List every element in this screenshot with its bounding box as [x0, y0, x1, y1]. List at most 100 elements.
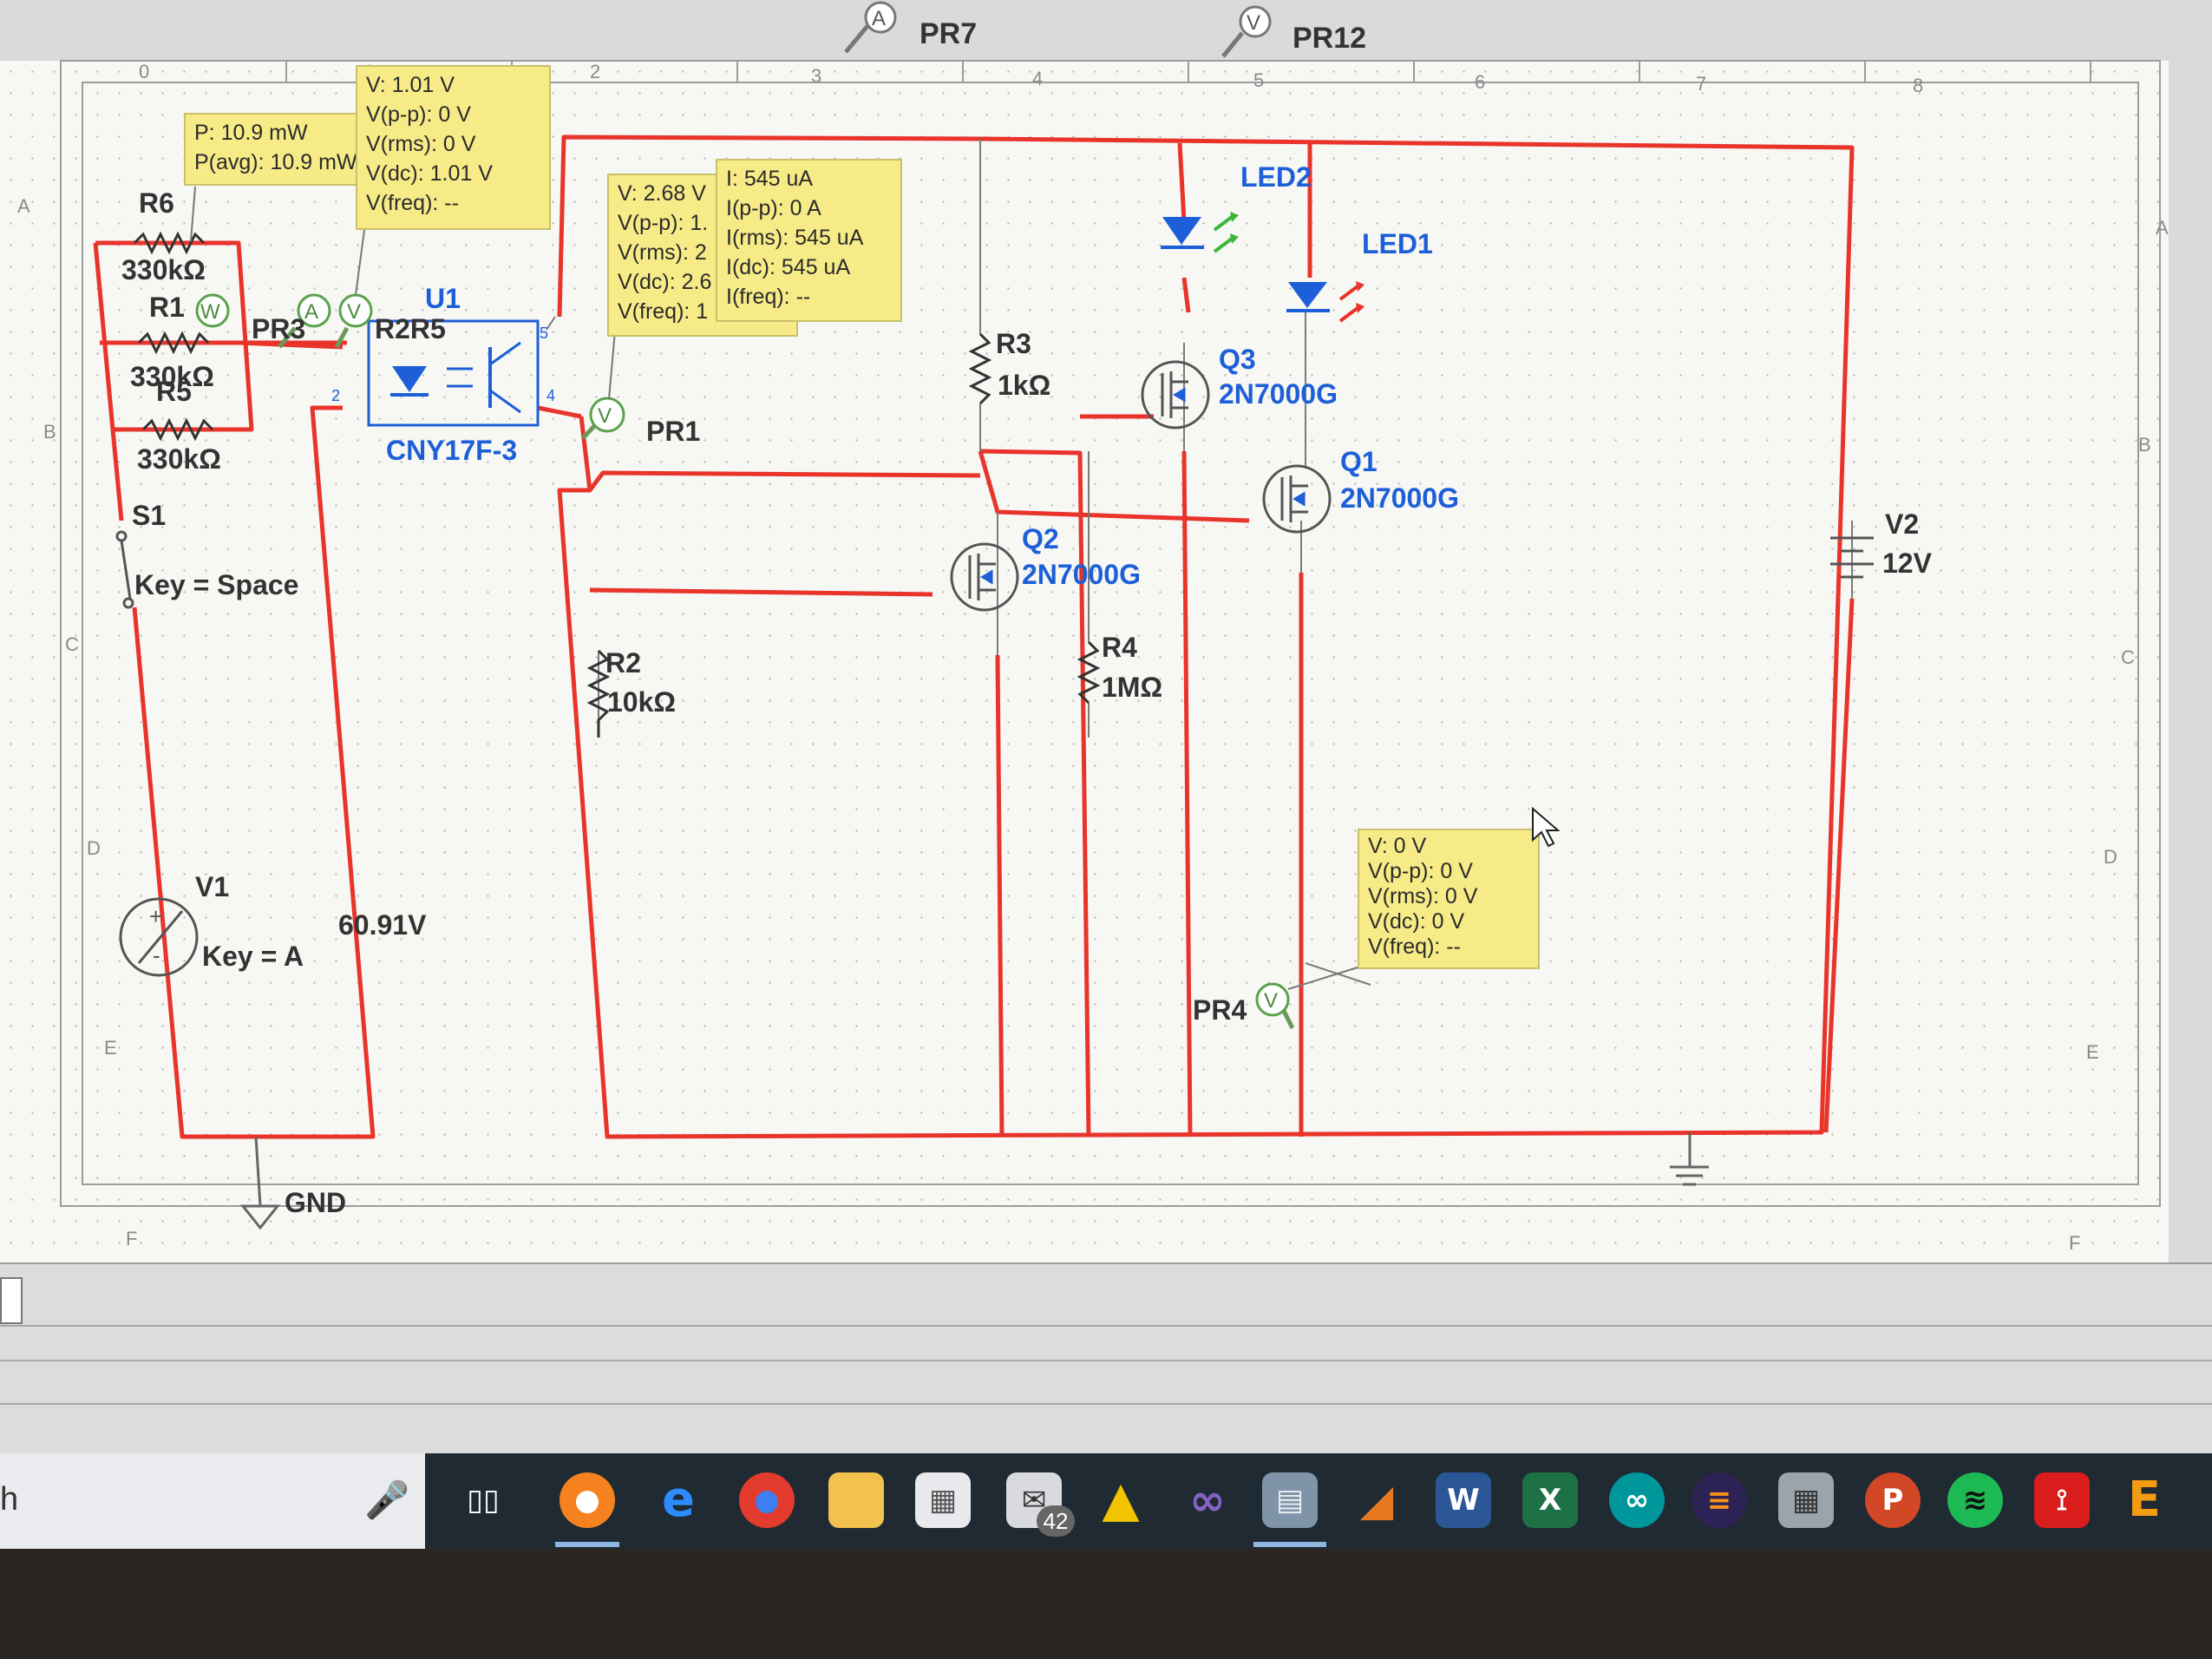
taskbar-search-box[interactable]: h 🎤 [0, 1453, 425, 1549]
store-icon[interactable]: ▦ [915, 1472, 971, 1528]
excel-icon[interactable]: X [1522, 1472, 1578, 1528]
powerpoint-icon[interactable]: P [1865, 1472, 1921, 1528]
probe-letter: A [304, 300, 318, 324]
eclipse-icon[interactable]: ≡ [1692, 1472, 1747, 1528]
component-labels: R6 330kΩ R1 330kΩ R5 330kΩ PR3 R2R5 S1 K… [121, 187, 1933, 1218]
probe-letter: V [598, 404, 612, 428]
microphone-icon[interactable]: 🎤 [364, 1479, 410, 1520]
arduino-icon[interactable]: ∞ [1609, 1472, 1665, 1528]
probe-pr12[interactable]: V PR12 [1221, 5, 1366, 58]
readout-line: V(rms): 0 V [366, 132, 476, 156]
probe-readout-current[interactable]: I: 545 uA I(p-p): 0 A I(rms): 545 uA I(d… [716, 159, 902, 322]
ref-s1: S1 [132, 500, 166, 531]
e-app-icon[interactable]: E [2127, 1472, 2162, 1528]
resistor-r4-symbol[interactable] [1077, 640, 1101, 705]
optocoupler-u1-symbol[interactable]: 5 4 2 [331, 319, 555, 427]
pin-number: 2 [331, 387, 340, 404]
word-icon[interactable]: W [1436, 1472, 1491, 1528]
device-manager-icon[interactable]: ▦ [1778, 1472, 1834, 1528]
readout-line: V: 1.01 V [366, 73, 455, 97]
wattmeter-probe-r1[interactable]: W [195, 293, 230, 328]
svg-text:-: - [153, 942, 160, 968]
led2-symbol[interactable] [1161, 212, 1239, 253]
value-r5: 330kΩ [137, 443, 221, 475]
switch-s1-symbol[interactable] [115, 530, 134, 609]
matlab-icon[interactable]: ◢ [1359, 1475, 1394, 1525]
grid-col-label: 3 [811, 65, 821, 87]
readout-line: V(rms): 2 [618, 240, 707, 265]
autodesk-icon[interactable]: ▲ [1102, 1472, 1140, 1528]
probe-readout-pr4[interactable]: V: 0 V V(p-p): 0 V V(rms): 0 V V(dc): 0 … [1358, 829, 1540, 969]
readout-line: V(rms): 0 V [1368, 884, 1478, 908]
readout-line: P: 10.9 mW [194, 121, 308, 145]
panel-divider [0, 1360, 2212, 1361]
readout-line: I(dc): 545 uA [726, 255, 851, 279]
mosfet-q1-symbol[interactable] [1262, 464, 1332, 534]
value-r2: 10kΩ [607, 686, 676, 718]
windows-taskbar: h 🎤 ▯▯ ● e ● ▦ ✉ 42 ▲ ∞ ▤ ◢ W X ∞ ≡ ▦ P … [0, 1453, 2212, 1549]
readout-line: I(rms): 545 uA [726, 226, 864, 250]
ref-r6: R6 [139, 187, 174, 219]
grid-col-label: 6 [1475, 71, 1485, 93]
probe-readout-pr3[interactable]: V: 1.01 V V(p-p): 0 V V(rms): 0 V V(dc):… [356, 65, 551, 230]
panel-divider [0, 1325, 2212, 1327]
grid-col-label: 7 [1696, 73, 1706, 95]
resistor-r2-symbol[interactable] [586, 649, 611, 738]
resistor-r5-symbol[interactable] [141, 417, 214, 442]
voltmeter-probe-pr4[interactable]: V [1255, 982, 1295, 1030]
edge-icon[interactable]: e [662, 1472, 695, 1528]
mosfet-q2-symbol[interactable] [950, 542, 1019, 612]
label-pr4: PR4 [1193, 994, 1247, 1026]
grid-row-label: D [2104, 846, 2117, 868]
probe-pr7[interactable]: A PR7 [844, 1, 977, 54]
resistor-r1-symbol[interactable] [137, 331, 210, 355]
multisim-icon[interactable]: ▤ [1262, 1472, 1318, 1528]
grid-row-label: C [2121, 646, 2135, 668]
grid-row-label: A [17, 195, 30, 217]
firefox-icon[interactable]: ● [560, 1472, 615, 1528]
voltage-readout: 60.91V [338, 909, 427, 941]
led1-symbol[interactable] [1286, 281, 1365, 323]
grid-col-label: 4 [1032, 68, 1043, 89]
mosfet-q3-symbol[interactable] [1141, 360, 1210, 430]
panel-divider [0, 1403, 2212, 1405]
voltage-source-v1-symbol[interactable]: + - [119, 897, 199, 977]
wires[interactable] [93, 134, 1855, 1139]
resistor-r3-symbol[interactable] [968, 332, 992, 405]
ref-v2: V2 [1885, 508, 1919, 540]
voltmeter-probe-pr5[interactable]: V [334, 293, 373, 349]
battery-v2-symbol[interactable] [1830, 536, 1874, 579]
value-v2: 12V [1882, 548, 1933, 579]
probe-leader [190, 186, 196, 242]
ref-q1: Q1 [1340, 446, 1378, 477]
label-r2r5: R2R5 [375, 313, 446, 344]
resistor-r6-symbol[interactable] [133, 231, 206, 255]
probe-letter: V [1247, 11, 1260, 35]
file-explorer-icon[interactable] [828, 1472, 884, 1528]
readout-line: V(freq): -- [366, 191, 459, 215]
spreadsheet-view-panel[interactable] [0, 1262, 2212, 1455]
panel-tab-marker[interactable] [0, 1277, 23, 1324]
grid-row-label: A [2156, 217, 2169, 239]
schematic-canvas[interactable]: 0 1 2 3 4 5 6 7 8 A B C D E F A B C D E … [0, 0, 2212, 1267]
ammeter-probe-icon [864, 1, 897, 34]
key-v1: Key = A [202, 941, 304, 972]
grid-row-label: E [104, 1037, 117, 1059]
grid-row-label: F [126, 1228, 137, 1249]
mail-badge: 42 [1037, 1505, 1075, 1537]
grid-row-label: F [2069, 1232, 2080, 1254]
chrome-icon[interactable]: ● [739, 1472, 795, 1528]
visual-studio-icon[interactable]: ∞ [1189, 1475, 1226, 1525]
readout-line: V(freq): 1 [618, 299, 709, 324]
readout-line: P(avg): 10.9 mW [194, 150, 357, 174]
probe-readout-power[interactable]: P: 10.9 mW P(avg): 10.9 mW [184, 113, 370, 186]
grid-row-label: B [2138, 434, 2151, 456]
spotify-icon[interactable]: ≋ [1947, 1472, 2003, 1528]
probe-leader [355, 229, 365, 296]
acrobat-icon[interactable]: ⟟ [2034, 1472, 2090, 1528]
task-view-icon[interactable]: ▯▯ [467, 1483, 500, 1518]
svg-text:+: + [149, 903, 162, 929]
ammeter-probe-pr3[interactable]: A [278, 293, 331, 349]
voltmeter-probe-pr1[interactable]: V [581, 397, 625, 440]
